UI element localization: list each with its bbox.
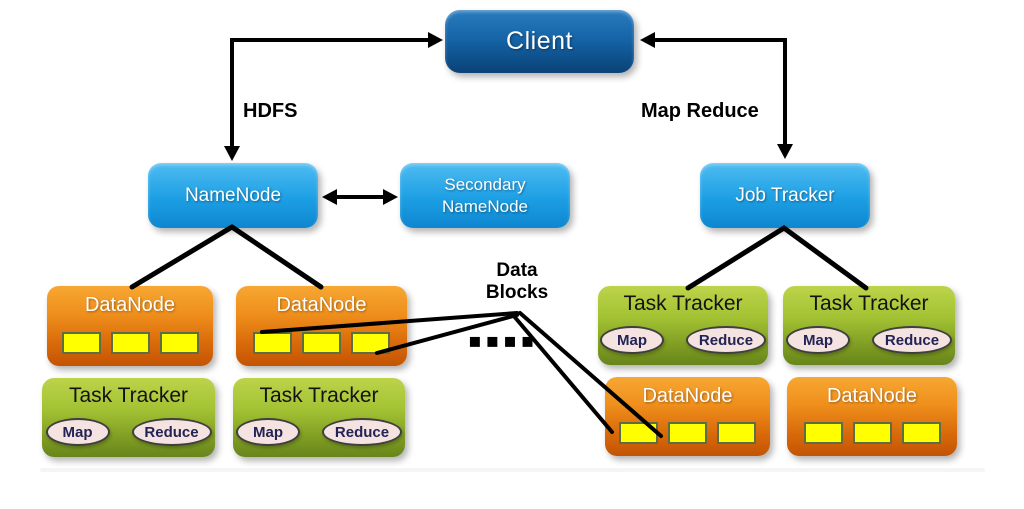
client-jobtracker-connector: [653, 38, 787, 145]
map-reduce-row: Map Reduce: [600, 326, 766, 354]
jobtracker-tasktrackers-links: [685, 224, 869, 291]
data-block-row: [619, 422, 756, 444]
datanode-label: DataNode: [276, 294, 367, 316]
map-reduce-label: Map Reduce: [641, 100, 759, 122]
arrowhead-into-client-right: [640, 32, 655, 48]
datanode-label: DataNode: [642, 385, 733, 407]
namenode-node[interactable]: NameNode: [148, 163, 318, 228]
data-blocks-line1: Data: [496, 260, 538, 281]
slide-edge-shadow: [40, 468, 985, 472]
client-namenode-connector: [230, 38, 430, 157]
data-block: [159, 332, 199, 354]
secondary-line2: NameNode: [442, 196, 528, 216]
reduce-oval[interactable]: Reduce: [322, 418, 402, 446]
data-block: [852, 422, 892, 444]
reduce-label: Reduce: [334, 423, 390, 441]
data-block-row: [803, 422, 941, 444]
datanode-label: DataNode: [84, 294, 176, 316]
reduce-oval[interactable]: Reduce: [872, 326, 952, 354]
map-label: Map: [253, 423, 283, 441]
data-block: [302, 332, 341, 354]
arrowhead-into-namenode-right: [322, 189, 337, 205]
map-reduce-row: Map Reduce: [236, 418, 402, 446]
map-oval[interactable]: Map: [45, 418, 110, 446]
arrowhead-into-namenode: [224, 146, 240, 161]
reduce-label: Reduce: [144, 423, 199, 441]
data-block: [351, 332, 390, 354]
left-task-tracker-1[interactable]: Task Tracker Map Reduce: [42, 378, 215, 457]
data-block-row: [253, 332, 390, 354]
reduce-oval[interactable]: Reduce: [686, 326, 766, 354]
map-oval[interactable]: Map: [786, 326, 850, 354]
map-label: Map: [803, 331, 833, 349]
data-block-row: [61, 332, 199, 354]
data-block: [717, 422, 756, 444]
right-task-tracker-1[interactable]: Task Tracker Map Reduce: [598, 286, 768, 365]
map-label: Map: [617, 331, 647, 349]
reduce-label: Reduce: [884, 331, 940, 349]
data-block: [803, 422, 843, 444]
data-blocks-label: Data Blocks: [477, 260, 557, 304]
task-tracker-label: Task Tracker: [68, 384, 189, 407]
arrowhead-into-secondary: [383, 189, 398, 205]
data-block: [110, 332, 150, 354]
hdfs-label: HDFS: [243, 100, 298, 122]
job-tracker-label: Job Tracker: [735, 184, 835, 206]
task-tracker-label: Task Tracker: [259, 384, 379, 407]
data-block: [619, 422, 658, 444]
task-tracker-label: Task Tracker: [809, 292, 929, 315]
task-tracker-label: Task Tracker: [623, 292, 743, 315]
data-block: [61, 332, 101, 354]
right-datanode-1[interactable]: DataNode: [605, 377, 770, 456]
datanode-label: DataNode: [826, 385, 918, 407]
namenode-datanodes-links: [129, 224, 324, 290]
reduce-oval[interactable]: Reduce: [131, 418, 212, 446]
map-oval[interactable]: Map: [236, 418, 300, 446]
arrowhead-into-client-left: [428, 32, 443, 48]
job-tracker-node[interactable]: Job Tracker: [700, 163, 870, 228]
data-blocks-line2: Blocks: [485, 282, 549, 303]
map-label: Map: [62, 423, 93, 441]
client-node[interactable]: Client: [445, 10, 634, 73]
map-reduce-row: Map Reduce: [45, 418, 212, 446]
arrowhead-into-jobtracker: [777, 144, 793, 159]
more-blocks-ellipsis: ▪▪▪▪: [468, 328, 539, 352]
reduce-label: Reduce: [698, 331, 754, 349]
left-datanode-2[interactable]: DataNode: [236, 286, 407, 366]
secondary-namenode-node[interactable]: Secondary NameNode: [400, 163, 570, 228]
right-datanode-2[interactable]: DataNode: [787, 377, 957, 456]
secondary-line1: Secondary: [444, 175, 526, 195]
data-block: [901, 422, 941, 444]
namenode-label: NameNode: [184, 184, 282, 206]
data-block: [253, 332, 292, 354]
data-block: [668, 422, 707, 444]
left-datanode-1[interactable]: DataNode: [47, 286, 213, 366]
map-reduce-row: Map Reduce: [786, 326, 952, 354]
secondary-namenode-label: Secondary NameNode: [442, 174, 528, 217]
map-oval[interactable]: Map: [600, 326, 664, 354]
client-label: Client: [506, 27, 573, 55]
left-task-tracker-2[interactable]: Task Tracker Map Reduce: [233, 378, 405, 457]
right-task-tracker-2[interactable]: Task Tracker Map Reduce: [783, 286, 955, 365]
